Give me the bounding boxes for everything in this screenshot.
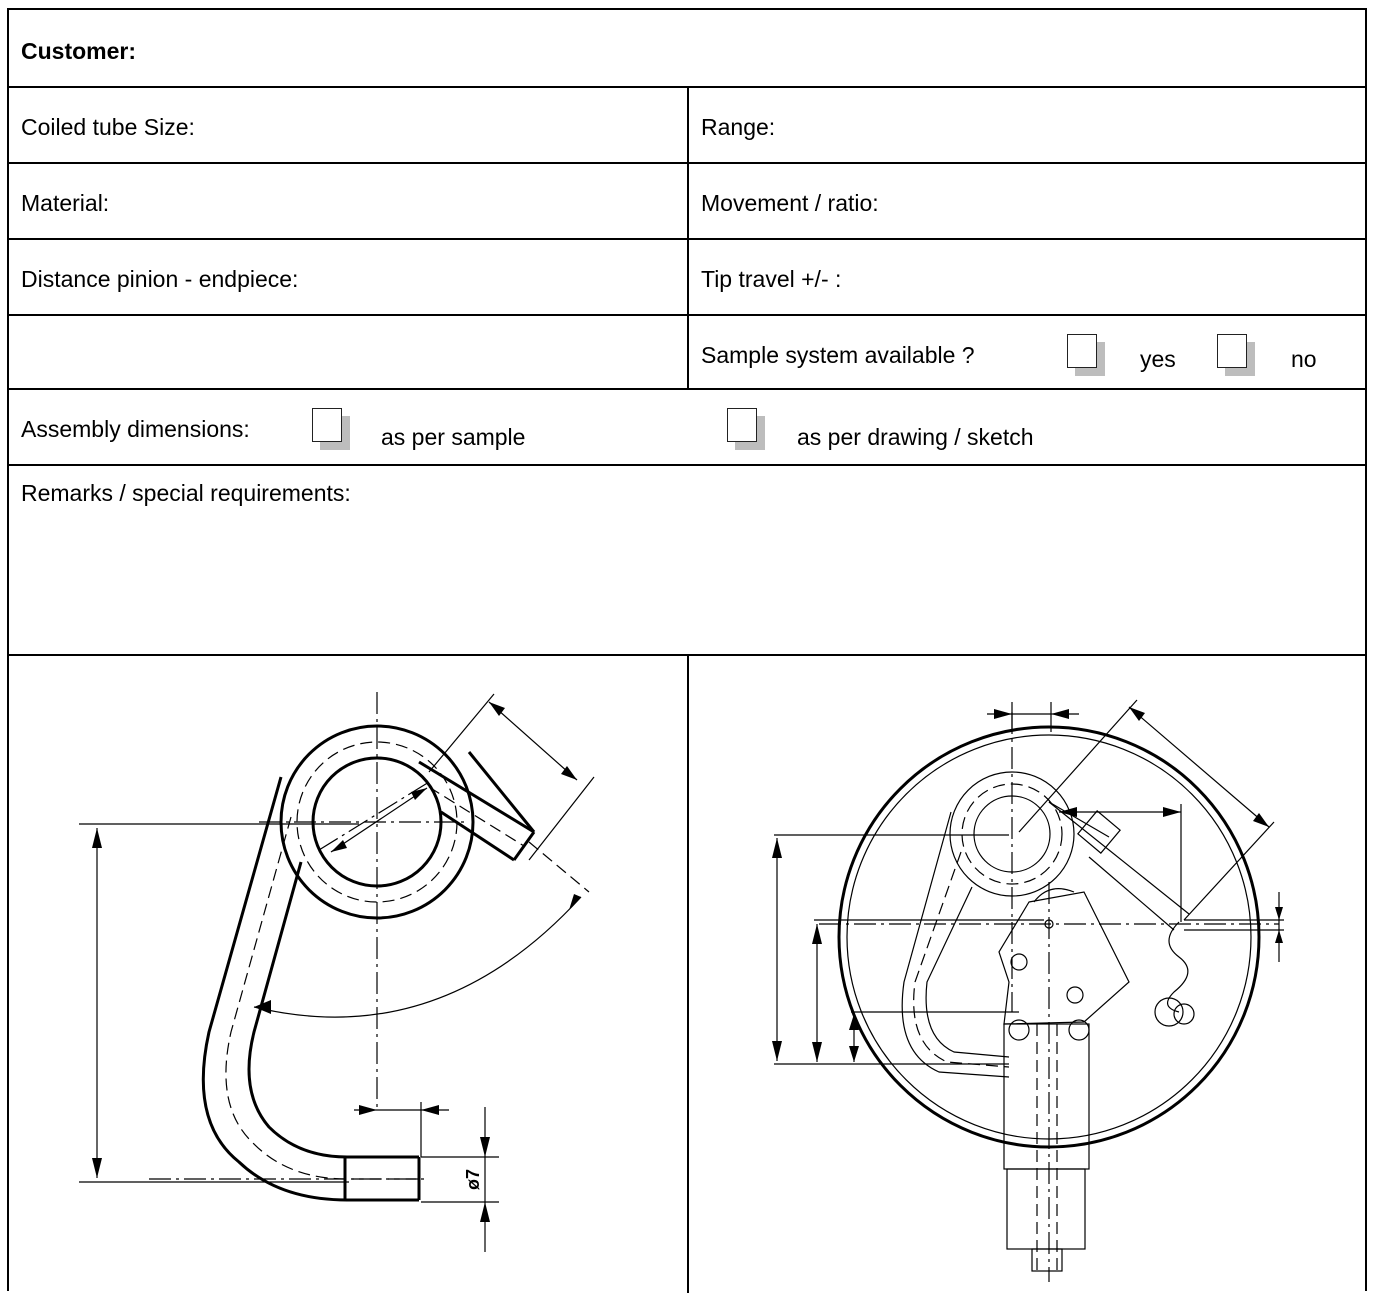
distance-pinion-label: Distance pinion - endpiece: (21, 266, 299, 292)
column-divider-lower (687, 656, 689, 1293)
sample-system-label: Sample system available ? (701, 342, 975, 368)
distance-row: Distance pinion - endpiece: Tip travel +… (9, 240, 1365, 316)
column-divider-upper (687, 88, 689, 390)
yes-label: yes (1140, 346, 1176, 372)
no-label: no (1291, 346, 1317, 372)
customer-label: Customer: (21, 38, 137, 64)
sample-yes-checkbox[interactable] (1067, 334, 1105, 376)
specification-form: Customer: Coiled tube Size: Range: Mater… (7, 8, 1367, 1293)
range-label: Range: (701, 114, 776, 140)
diameter-label: ø7 (463, 1169, 483, 1190)
as-per-drawing-checkbox[interactable] (727, 408, 765, 450)
as-per-sample-checkbox[interactable] (312, 408, 350, 450)
as-per-drawing-label: as per drawing / sketch (797, 424, 1034, 450)
remarks-label: Remarks / special requirements: (21, 480, 351, 506)
coiled-tube-drawing: ø7 (79, 692, 595, 1252)
assembly-dimensions-label: Assembly dimensions: (21, 416, 250, 442)
remarks-row: Remarks / special requirements: (9, 466, 1365, 656)
as-per-sample-label: as per sample (381, 424, 526, 450)
sample-no-checkbox[interactable] (1217, 334, 1255, 376)
assembly-row: Assembly dimensions: as per sample as pe… (9, 390, 1365, 466)
customer-row: Customer: (9, 10, 1365, 88)
gauge-assembly-drawing (772, 699, 1284, 1282)
tip-travel-label: Tip travel +/- : (701, 266, 842, 292)
material-label: Material: (21, 190, 110, 216)
coiled-tube-size-label: Coiled tube Size: (21, 114, 195, 140)
movement-ratio-label: Movement / ratio: (701, 190, 879, 216)
